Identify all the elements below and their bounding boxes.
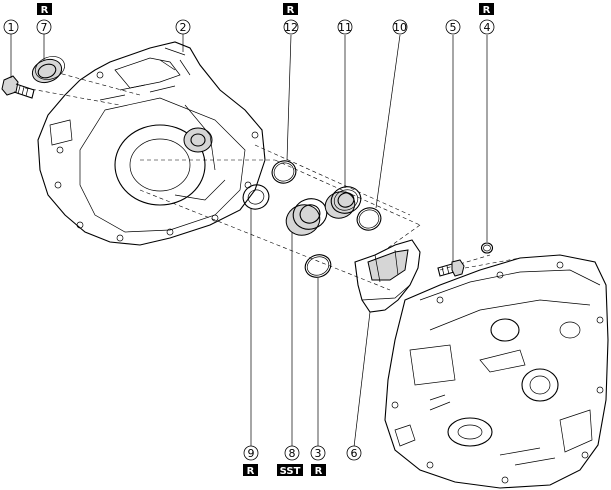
shim-part-9 (242, 184, 270, 210)
replace-badge-part-9: R (243, 464, 258, 477)
leader-lines (10, 34, 488, 448)
svg-text:R: R (287, 5, 295, 16)
callout-8: 8 (284, 445, 300, 461)
replace-badge-part-12: R (283, 3, 298, 16)
replace-badge-part-7: R (37, 3, 52, 16)
bearing-race-part-8 (285, 198, 328, 236)
svg-text:R: R (315, 466, 323, 477)
oil-seal-part-7 (31, 56, 65, 84)
callout-4: 4 (479, 19, 495, 35)
replace-badge-part-4: R (479, 3, 494, 16)
svg-text:3: 3 (315, 447, 322, 460)
callout-3: 3 (310, 445, 326, 461)
svg-text:12: 12 (284, 21, 298, 34)
o-ring-part-3 (304, 254, 332, 278)
snap-ring-part-12 (271, 160, 297, 184)
svg-text:5: 5 (450, 21, 457, 34)
svg-text:R: R (41, 5, 49, 16)
snap-ring-part-10 (356, 207, 382, 231)
callout-10: 10 (392, 19, 408, 35)
svg-text:4: 4 (484, 21, 491, 34)
svg-text:9: 9 (248, 447, 255, 460)
svg-text:6: 6 (351, 447, 358, 460)
assembly-guide-lines (24, 71, 521, 291)
callout-11: 11 (337, 19, 353, 35)
bearing-part-11 (324, 186, 362, 219)
callout-2: 2 (175, 19, 191, 35)
svg-text:2: 2 (180, 21, 187, 34)
replace-badge-part-3: R (311, 464, 326, 477)
callout-7: 7 (36, 19, 52, 35)
callout-12: 12 (283, 19, 299, 35)
o-ring-part-4 (480, 242, 494, 254)
callout-6: 6 (346, 445, 362, 461)
svg-text:1: 1 (8, 21, 15, 34)
callout-1: 1 (3, 19, 19, 35)
oil-baffle-part-6 (354, 239, 421, 313)
svg-text:R: R (247, 466, 255, 477)
callout-5: 5 (445, 19, 461, 35)
special-tool-badge-part-8: SST (277, 464, 303, 477)
svg-text:SST: SST (280, 466, 301, 477)
transaxle-case (384, 254, 609, 489)
callout-9: 9 (243, 445, 259, 461)
clutch-housing-part-2 (37, 41, 266, 246)
svg-text:10: 10 (393, 21, 407, 34)
svg-text:11: 11 (338, 21, 352, 34)
svg-text:8: 8 (289, 447, 296, 460)
svg-text:7: 7 (41, 21, 48, 34)
svg-text:R: R (483, 5, 491, 16)
bolt-part-1 (1, 75, 35, 99)
bolt-part-5 (437, 259, 465, 277)
